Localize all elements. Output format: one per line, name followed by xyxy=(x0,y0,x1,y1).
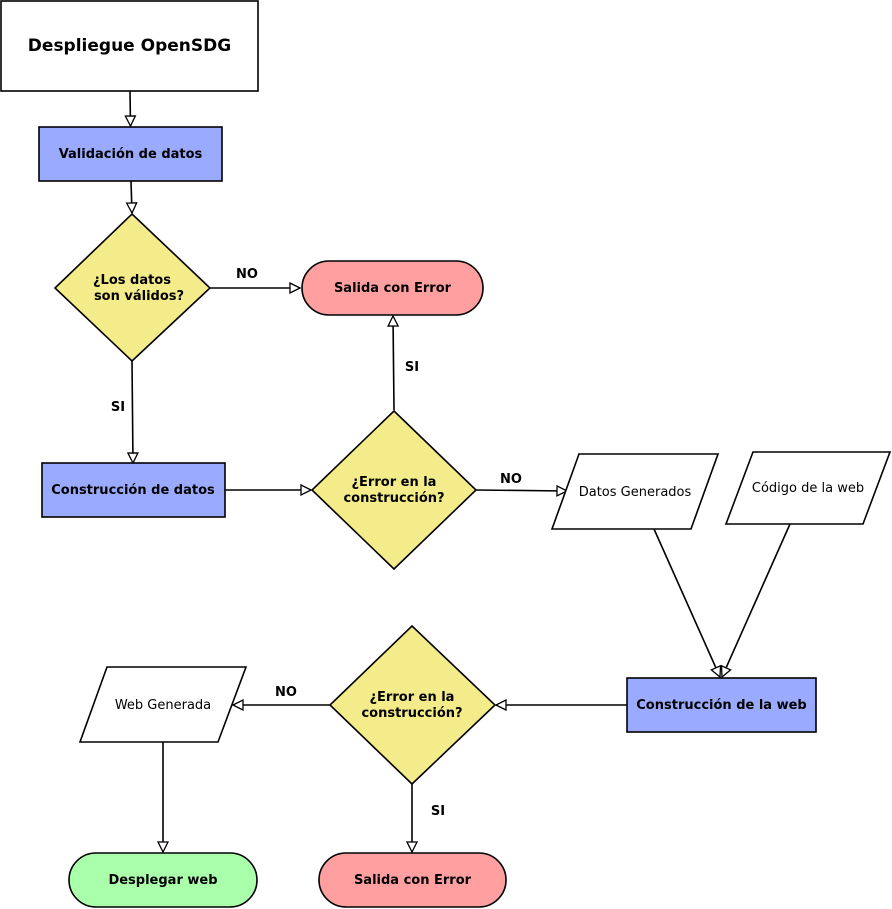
validation-process: Validación de datos xyxy=(38,126,223,182)
deploy-web-label: Desplegar web xyxy=(108,873,217,888)
label-build-no: NO xyxy=(500,472,522,487)
decision-build-error: ¿Error en la construcción? xyxy=(310,409,478,571)
decision-web-line2: construcción? xyxy=(361,706,462,721)
generated-data-io: Datos Generados xyxy=(550,453,720,530)
label-valid-si: SI xyxy=(111,400,125,415)
data-build-process: Construcción de datos xyxy=(41,462,226,518)
label-web-no: NO xyxy=(275,685,297,700)
deploy-web-terminal: Desplegar web xyxy=(68,852,258,908)
start-box: Despliegue OpenSDG xyxy=(0,0,259,92)
label-build-si: SI xyxy=(405,360,419,375)
connectors xyxy=(130,90,791,852)
web-build-process: Construcción de la web xyxy=(626,677,817,733)
decision-web-line1: ¿Error en la xyxy=(370,690,455,705)
edge-valid-si xyxy=(132,360,133,463)
exit-error-bottom-label: Salida con Error xyxy=(354,873,472,888)
web-code-label: Código de la web xyxy=(752,481,864,496)
label-valid-no: NO xyxy=(236,267,258,282)
generated-data-label: Datos Generados xyxy=(579,485,692,500)
edge-validation-to-decision xyxy=(131,180,132,213)
decision-valid-line2: son válidos? xyxy=(94,289,184,304)
decision-web-error: ¿Error en la construcción? xyxy=(328,624,497,786)
exit-error-bottom: Salida con Error xyxy=(318,852,507,908)
edge-build-si xyxy=(393,316,394,411)
exit-error-top-label: Salida con Error xyxy=(334,281,452,296)
generated-web-label: Web Generada xyxy=(115,698,211,713)
decision-valid-data: ¿Los datos son válidos? xyxy=(53,212,212,363)
label-web-si: SI xyxy=(431,804,445,819)
edge-start-to-validation xyxy=(130,90,131,126)
web-build-label: Construcción de la web xyxy=(636,698,806,713)
edge-code-to-webbuild xyxy=(722,523,791,677)
edge-build-no xyxy=(474,490,567,491)
start-label: Despliegue OpenSDG xyxy=(28,36,231,56)
decision-build-line2: construcción? xyxy=(343,491,444,506)
data-build-label: Construcción de datos xyxy=(51,483,215,498)
generated-web-io: Web Generada xyxy=(78,666,248,743)
validation-label: Validación de datos xyxy=(59,147,203,162)
exit-error-top: Salida con Error xyxy=(301,260,484,316)
decision-valid-line1: ¿Los datos xyxy=(93,273,171,288)
decision-build-line1: ¿Error en la xyxy=(352,475,437,490)
edge-data-to-webbuild xyxy=(653,528,720,677)
web-code-io: Código de la web xyxy=(724,451,892,525)
